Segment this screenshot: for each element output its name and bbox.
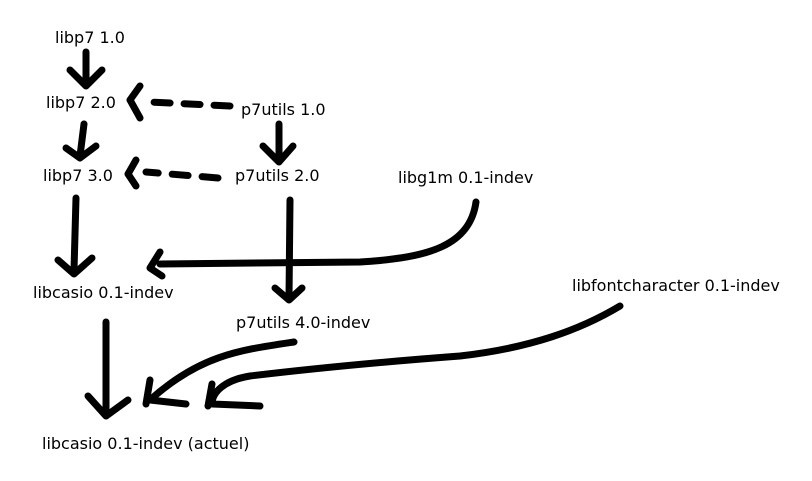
node-libp7-1-0: libp7 1.0: [55, 28, 125, 47]
edge-p7utils-2-to-libp7-3: [124, 156, 222, 190]
node-libp7-3-0: libp7 3.0: [43, 166, 113, 185]
edge-libp7-1-to-libp7-2: [66, 48, 106, 90]
edge-p7utils-4-to-libcasio-actuel: [142, 338, 298, 408]
edge-libfontcharacter-to-libcasio-actuel: [204, 302, 624, 410]
node-p7utils-2-0: p7utils 2.0: [235, 166, 320, 185]
node-libg1m: libg1m 0.1-indev: [398, 168, 534, 187]
edge-p7utils-1-to-libp7-2: [126, 82, 234, 122]
node-libfontcharacter: libfontcharacter 0.1-indev: [572, 276, 780, 295]
node-p7utils-1-0: p7utils 1.0: [241, 100, 326, 119]
node-p7utils-4-0-indev: p7utils 4.0-indev: [236, 313, 371, 332]
edge-libp7-2-to-libp7-3: [62, 120, 100, 162]
edge-p7utils-2-to-p7utils-4: [271, 196, 306, 304]
node-libp7-2-0: libp7 2.0: [46, 93, 116, 112]
node-libcasio-actuel: libcasio 0.1-indev (actuel): [42, 434, 250, 453]
edge-libcasio-indev-to-actuel: [84, 318, 132, 420]
edge-libg1m-to-libcasio-indev: [146, 198, 480, 280]
edge-p7utils-1-to-p7utils-2: [259, 120, 297, 166]
edge-libp7-3-to-libcasio-indev: [54, 194, 96, 278]
node-libcasio-indev: libcasio 0.1-indev: [33, 283, 174, 302]
